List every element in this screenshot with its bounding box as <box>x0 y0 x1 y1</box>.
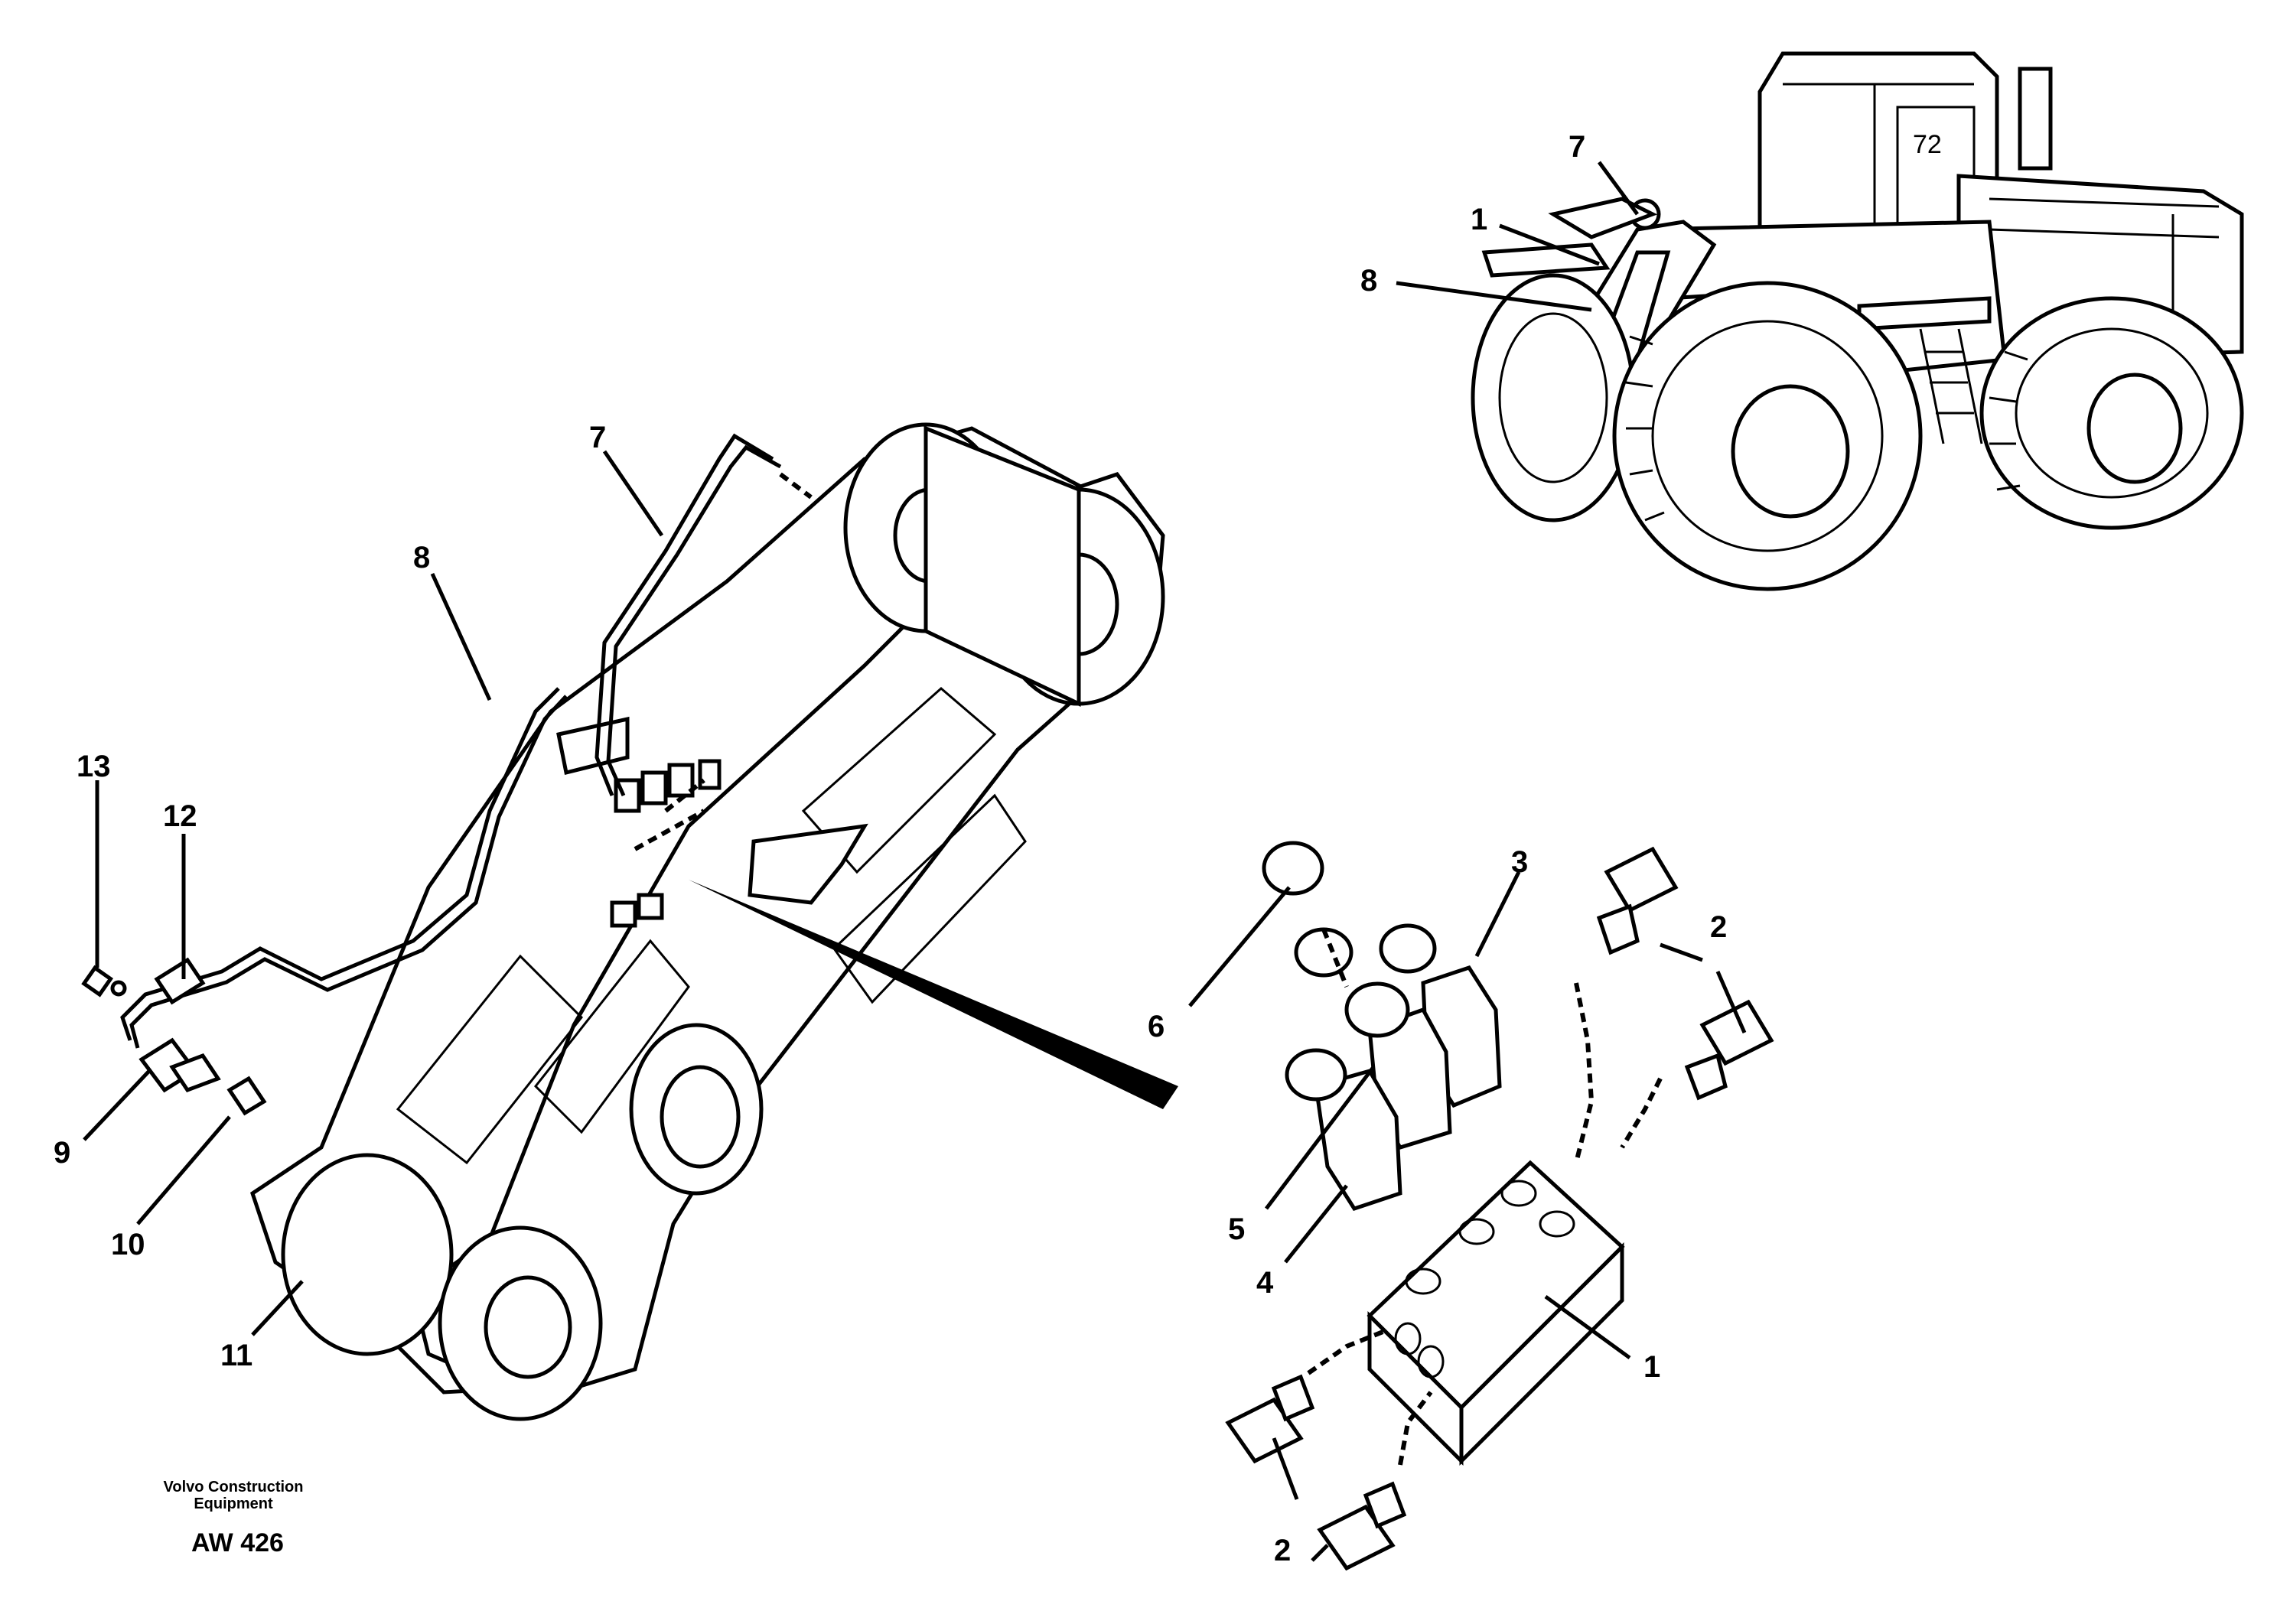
callout-1-loader: 1 <box>1471 203 1487 236</box>
callout-2-top: 2 <box>1710 910 1727 944</box>
callout-2-bottom: 2 <box>1274 1534 1291 1567</box>
callout-6: 6 <box>1148 1010 1165 1043</box>
callout-1-detail: 1 <box>1643 1350 1660 1384</box>
leader-lines <box>83 161 1747 1562</box>
callout-9: 9 <box>54 1136 70 1170</box>
callout-13: 13 <box>77 750 111 783</box>
callout-11: 11 <box>220 1339 252 1372</box>
callout-8-loader: 8 <box>1360 264 1377 298</box>
callout-7-arm: 7 <box>589 421 606 454</box>
callout-5: 5 <box>1228 1212 1245 1246</box>
callout-12: 12 <box>163 799 197 833</box>
callout-8-arm: 8 <box>413 541 430 574</box>
distribution-block-detail <box>1225 841 1774 1571</box>
publisher-line-1: Volvo Construction <box>164 1479 304 1495</box>
lift-arm-illustration <box>81 422 1178 1421</box>
publisher-line-2: Equipment <box>194 1495 273 1512</box>
callout-labels: 7 1 8 7 8 13 12 9 10 11 6 3 2 5 4 1 2 <box>54 130 1727 1567</box>
callout-10: 10 <box>111 1228 145 1261</box>
callout-4: 4 <box>1256 1266 1274 1300</box>
svg-text:72: 72 <box>1913 130 1942 159</box>
wheel-loader-illustration: 72 <box>1471 51 2244 591</box>
drawing-id: AW 426 <box>191 1528 284 1557</box>
callout-3: 3 <box>1511 845 1528 879</box>
callout-7-loader: 7 <box>1568 130 1585 164</box>
drawing-footer: Volvo Construction Equipment AW 426 <box>164 1479 304 1557</box>
